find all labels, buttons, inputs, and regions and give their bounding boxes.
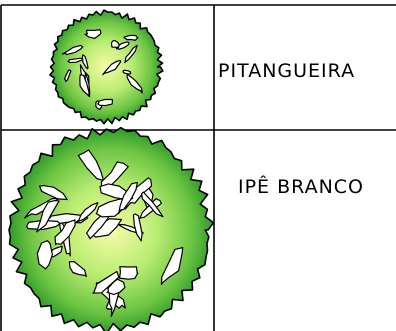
legend-label-ipe-branco: IPÊ BRANCO (238, 176, 365, 198)
canopy-gap (54, 219, 76, 246)
pitangueira-tree-icon (49, 9, 164, 125)
canopy-gap (106, 278, 126, 296)
canopy-gap (118, 181, 138, 215)
canopy-gap (139, 198, 162, 219)
canopy-gap (141, 191, 164, 218)
canopy-gap (79, 74, 90, 97)
canopy-gap (124, 44, 138, 64)
canopy-gap (118, 266, 139, 280)
canopy-gap (97, 98, 113, 107)
canopy-gap (123, 34, 139, 41)
canopy-gap (61, 44, 84, 56)
canopy-gap (68, 261, 87, 278)
canopy-gap (36, 199, 60, 233)
canopy-gap (75, 202, 99, 223)
canopy-gap (64, 69, 72, 83)
canopy-gap (102, 59, 122, 76)
canopy-gap (81, 54, 89, 70)
canopy-outline (49, 9, 164, 125)
canopy-gap (77, 149, 105, 183)
canopy-gap (39, 184, 68, 201)
legend-label-pitangueira: PITANGUEIRA (218, 60, 356, 82)
canopy-gap (84, 29, 102, 39)
canopy-gap (132, 213, 143, 242)
table-grid (0, 4, 396, 331)
canopy-gap (92, 270, 120, 294)
canopy-gap (36, 240, 53, 270)
canopy-gap (110, 40, 120, 49)
canopy-gap (126, 73, 143, 94)
canopy-gap (160, 246, 184, 286)
canopy-gap (122, 69, 132, 75)
ipe-branco-tree-icon (8, 126, 215, 331)
